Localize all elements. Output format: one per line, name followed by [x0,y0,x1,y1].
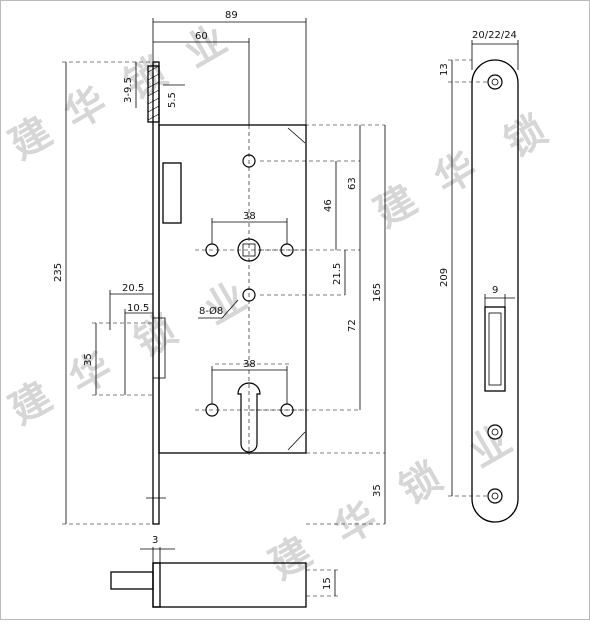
side-view: 20/22/24 13 209 9 [439,30,519,523]
spindle-hole [237,238,261,262]
dim-38-bottom: 38 [243,359,256,370]
case-chamfer-bottom [287,431,306,451]
dim-8-o8: 8-Ø8 [199,305,223,317]
dim-10-5: 10.5 [127,303,149,314]
leader-line [221,299,239,319]
dim-38-top: 38 [243,211,256,222]
forend-plate [471,59,519,523]
dim-5-5: 5.5 [167,92,178,108]
bottom-view: 3 15 [110,535,340,608]
dim-13: 13 [439,63,450,76]
dim-72: 72 [347,319,358,332]
dim-60: 60 [195,31,208,42]
latch-slot-inner [488,312,502,386]
dim-63: 63 [347,177,358,190]
dim-35-bottom: 35 [372,484,383,497]
dim-15: 15 [322,577,333,590]
screw-hole [487,74,503,90]
lock-case [158,124,307,454]
dim-46: 46 [323,199,334,212]
dim-3-9-5: 3-9.5 [123,77,134,103]
lower-bolt-tab [152,317,166,379]
dim-21-5: 21.5 [332,263,343,285]
front-view: 89 60 3-9.5 5.5 38 63 46 21.5 72 165 [53,10,386,525]
latch-slot [484,306,506,392]
dim-35-left: 35 [83,353,94,366]
dim-9: 9 [492,285,498,296]
cylinder-cutout [237,382,261,453]
latch-bolt [147,65,160,123]
screw-hole-inner [491,492,499,500]
screw-hole [487,424,503,440]
bottom-faceplate [152,562,161,608]
dim-3: 3 [152,535,158,546]
dim-209: 209 [439,268,450,287]
screw-hole-inner [491,78,499,86]
dim-89: 89 [225,10,238,21]
case-chamfer-top [287,127,306,144]
dim-165: 165 [372,283,383,302]
dim-20-22-24: 20/22/24 [472,30,517,41]
dim-235: 235 [53,263,64,282]
screw-hole [487,488,503,504]
screw-hole-inner [491,428,499,436]
dead-bolt [162,162,182,224]
dim-20-5: 20.5 [122,283,144,294]
